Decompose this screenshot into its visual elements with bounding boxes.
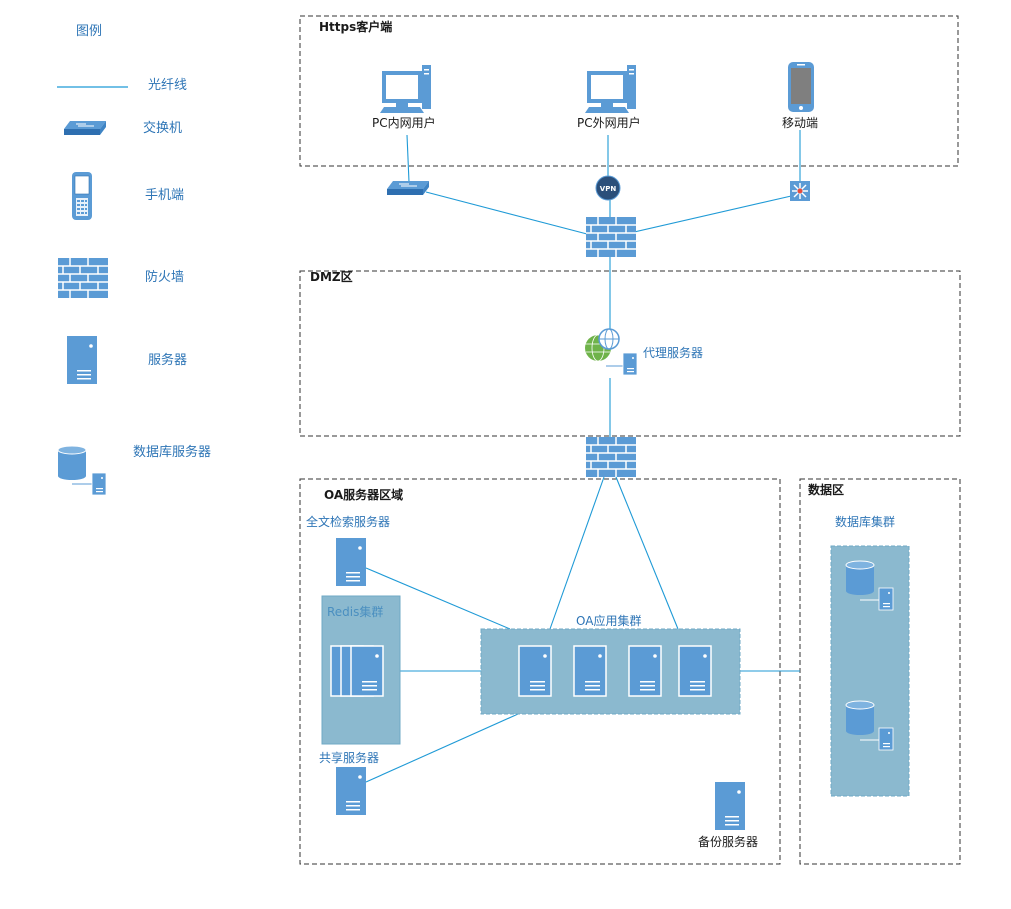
legend-switch-label: 交换机 [143,120,182,136]
zone-oa-area-label: OA服务器区域 [324,487,403,502]
legend-phone-label: 手机端 [145,188,184,203]
zone-dmz-label: DMZ区 [310,270,353,284]
svg-text:VPN: VPN [600,185,617,193]
legend-firewall-icon [57,257,109,299]
mobile-gateway-icon [790,181,810,201]
firewall-top-icon [585,216,637,258]
redis-cluster: Redis集群 [321,595,401,745]
pc-internal-icon [380,65,431,113]
mobile-label: 移动端 [782,116,818,130]
mobile-icon [788,62,814,112]
oa-server-icon [518,645,552,697]
internal-switch-icon [386,180,430,196]
legend-db-server-label: 数据库服务器 [133,444,211,460]
zone-https-client [299,15,959,167]
legend-switch-icon [63,120,107,136]
legend-server-icon [67,336,97,384]
db-server-icon [845,700,894,751]
legend-firewall-label: 防火墙 [145,269,184,285]
shared-server-label: 共享服务器 [319,750,379,765]
db-server-icon [845,560,894,611]
proxy-server-icon [585,328,638,376]
legend-phone-icon [72,172,92,220]
vpn-icon: VPN [595,175,621,201]
shared-server-icon [336,767,366,815]
oa-app-cluster-label: OA应用集群 [576,613,641,628]
pc-internal-label: PC内网用户 [372,115,436,130]
proxy-server-label: 代理服务器 [643,345,703,360]
firewall-bottom-icon [585,436,637,478]
db-cluster-label: 数据库集群 [835,514,895,529]
db-cluster [830,545,910,797]
fiber-connections [365,130,801,783]
redis-cluster-label: Redis集群 [327,604,383,619]
legend-server-label: 服务器 [148,352,187,368]
redis-server-icon [350,645,384,697]
oa-server-icon [628,645,662,697]
oa-app-cluster: OA应用集群 [480,613,741,715]
zone-dmz [299,270,961,437]
zone-data-area-label: 数据区 [808,482,844,497]
oa-server-icon [678,645,712,697]
backup-server-label: 备份服务器 [698,834,758,849]
fulltext-server-icon [336,538,366,586]
fulltext-server-label: 全文检索服务器 [306,514,390,529]
pc-external-icon [585,65,636,113]
backup-server-icon [715,782,745,830]
legend: 图例 光纤线 交换机 手机端 防火墙 服务器 数据库服务器 [57,24,211,496]
pc-external-label: PC外网用户 [577,115,641,130]
zone-https-client-label: Https客户端 [319,19,392,34]
oa-server-icon [573,645,607,697]
legend-db-server-icon [57,445,107,496]
legend-title: 图例 [76,24,102,39]
legend-fiber-label: 光纤线 [148,78,187,93]
